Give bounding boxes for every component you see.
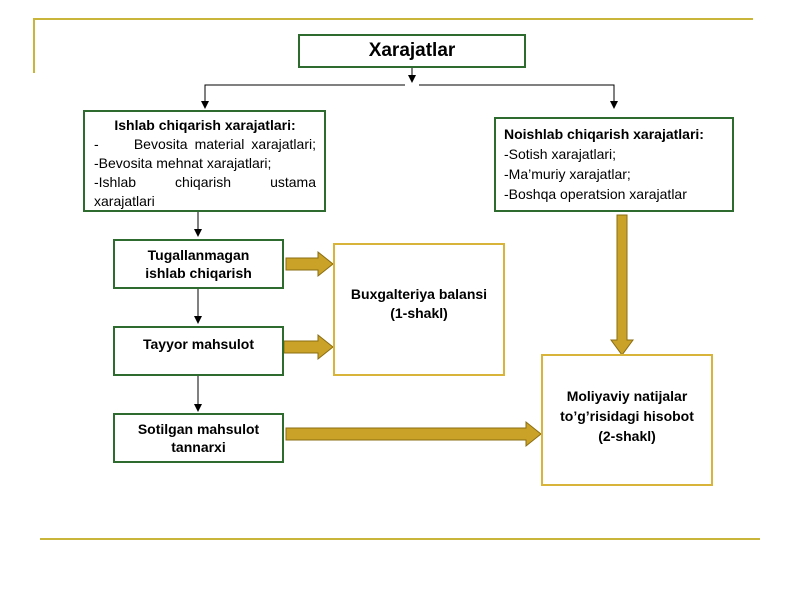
work-in-progress-label: Tugallanmagan	[147, 247, 250, 263]
cost-of-goods-sold-label: Sotilgan mahsulot	[137, 421, 260, 437]
income-statement-label: to’g’risidagi hisobot	[560, 408, 694, 424]
non-production-costs-item: -Sotish xarajatlari;	[504, 146, 617, 162]
non-production-costs-item: -Boshqa operatsion xarajatlar	[504, 186, 687, 202]
balance-sheet-box: Buxgalteriya balansi (1-shakl)	[333, 243, 505, 376]
top-rule	[33, 18, 753, 20]
non-production-costs-item: -Ma’muriy xarajatlar;	[504, 166, 631, 182]
production-costs-item: - Bevosita material xarajatlari;	[94, 136, 316, 152]
production-costs-item: xarajatlari	[94, 193, 155, 209]
non-production-costs-title: Noishlab chiqarish xarajatlari:	[504, 126, 704, 142]
income-statement-label: Moliyaviy natijalar	[566, 388, 688, 404]
income-statement-box: Moliyaviy natijalar to’g’risidagi hisobo…	[541, 354, 713, 486]
cost-of-goods-sold-label: tannarxi	[171, 439, 226, 455]
production-costs-title: Ishlab chiqarish xarajatlari:	[114, 117, 296, 133]
left-rule	[33, 18, 35, 73]
balance-sheet-label: Buxgalteriya balansi	[350, 285, 488, 302]
non-production-costs-box: Noishlab chiqarish xarajatlari: -Sotish …	[494, 117, 734, 212]
work-in-progress-label: ishlab chiqarish	[145, 265, 252, 281]
cost-of-goods-sold-box: Sotilgan mahsulot tannarxi	[113, 413, 284, 463]
connector-top-left	[201, 84, 405, 109]
bottom-rule	[40, 538, 760, 540]
production-costs-item: -Bevosita mehnat xarajatlari;	[94, 155, 272, 171]
production-costs-item: -Ishlab chiqarish ustama	[94, 174, 316, 190]
finished-goods-label: Tayyor mahsulot	[143, 336, 254, 352]
production-costs-box: Ishlab chiqarish xarajatlari: - Bevosita…	[83, 110, 326, 212]
block-arrow-finished-to-balance	[283, 333, 334, 361]
balance-sheet-label: (1-shakl)	[390, 304, 448, 321]
connector-top-right	[419, 84, 618, 109]
block-arrow-right-to-income	[610, 214, 634, 356]
expenses-title: Xarajatlar	[368, 40, 456, 61]
income-statement-label: (2-shakl)	[598, 428, 656, 444]
finished-goods-box: Tayyor mahsulot	[113, 326, 284, 376]
expenses-title-box: Xarajatlar	[298, 34, 526, 68]
block-arrow-cogs-to-income	[285, 420, 542, 448]
work-in-progress-box: Tugallanmagan ishlab chiqarish	[113, 239, 284, 289]
block-arrow-wip-to-balance	[285, 250, 334, 278]
